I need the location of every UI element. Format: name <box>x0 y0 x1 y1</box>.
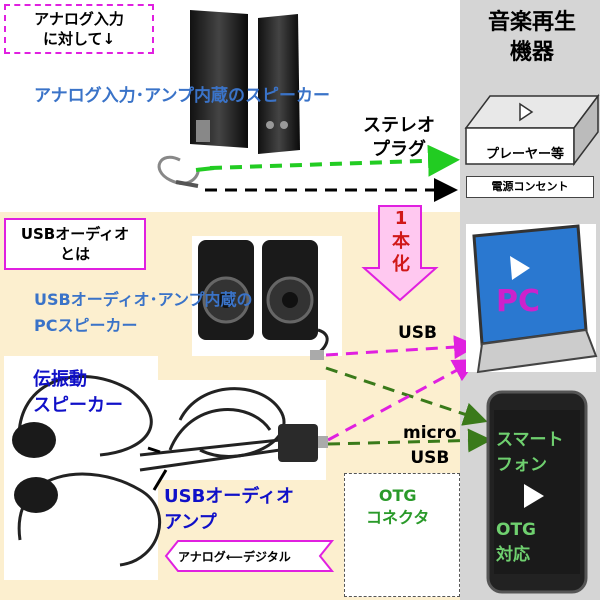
micro-usb-label: micro USB <box>403 421 457 471</box>
phone-line2: フォン <box>496 453 564 478</box>
bone-conduction-label: 伝振動 スピーカー <box>33 367 123 419</box>
otg-support-label: OTG 対応 <box>496 518 536 568</box>
power-outlet-label: 電源コンセント <box>466 176 594 198</box>
usb-amp-illustration <box>140 380 328 490</box>
bone-line2: スピーカー <box>33 393 123 419</box>
pc-label: PC <box>496 284 540 319</box>
stereo-line1: ステレオ <box>363 114 435 138</box>
analog-digital-label: アナログ⟵デジタル <box>178 548 291 565</box>
otg-line1: OTG <box>366 485 429 507</box>
stereo-plug-label: ステレオ プラグ <box>363 114 435 162</box>
otg-support-line2: 対応 <box>496 543 536 568</box>
analog-note-line2: に対して↓ <box>6 29 152 49</box>
music-device-title: 音楽再生 機器 <box>468 8 596 68</box>
usb-label: USB <box>398 323 437 343</box>
micro-line1: micro <box>403 421 457 446</box>
otg-connector-label: OTG コネクタ <box>366 485 429 529</box>
usb-pc-speaker-title: USBオーディオ･アンプ内蔵の PCスピーカー <box>34 287 252 339</box>
player-label: プレーヤー等 <box>470 143 580 162</box>
bone-line1: 伝振動 <box>33 367 123 393</box>
usbamp-line2: アンプ <box>164 510 294 536</box>
stereo-line2: プラグ <box>363 138 435 162</box>
smartphone-label: スマート フォン <box>496 428 564 478</box>
micro-usb-arrow-1 <box>326 368 482 420</box>
usb-amp-label: USBオーディオ アンプ <box>164 484 294 536</box>
merge-label: 1 本 化 <box>390 207 412 276</box>
micro-line2: USB <box>403 446 457 471</box>
usb-audio-note: USBオーディオ とは <box>4 218 146 270</box>
analog-speaker-title: アナログ入力･アンプ内蔵のスピーカー <box>34 81 330 106</box>
otg-support-line1: OTG <box>496 518 536 543</box>
analog-note-line1: アナログ入力 <box>6 9 152 29</box>
music-title-line2: 機器 <box>468 38 596 68</box>
usb-pc-title-line1: USBオーディオ･アンプ内蔵の <box>34 287 252 313</box>
merge-char-2: 本 <box>390 230 412 253</box>
usb-note-line1: USBオーディオ <box>6 224 144 244</box>
analog-input-note: アナログ入力 に対して↓ <box>4 4 154 54</box>
music-title-line1: 音楽再生 <box>468 8 596 38</box>
otg-line2: コネクタ <box>366 507 429 529</box>
usb-note-line2: とは <box>6 244 144 264</box>
merge-char-1: 1 <box>390 207 412 230</box>
usb-arrow <box>326 346 472 355</box>
merge-char-3: 化 <box>390 253 412 276</box>
usb-pc-title-line2: PCスピーカー <box>34 313 252 339</box>
usbamp-line1: USBオーディオ <box>164 484 294 510</box>
phone-line1: スマート <box>496 428 564 453</box>
